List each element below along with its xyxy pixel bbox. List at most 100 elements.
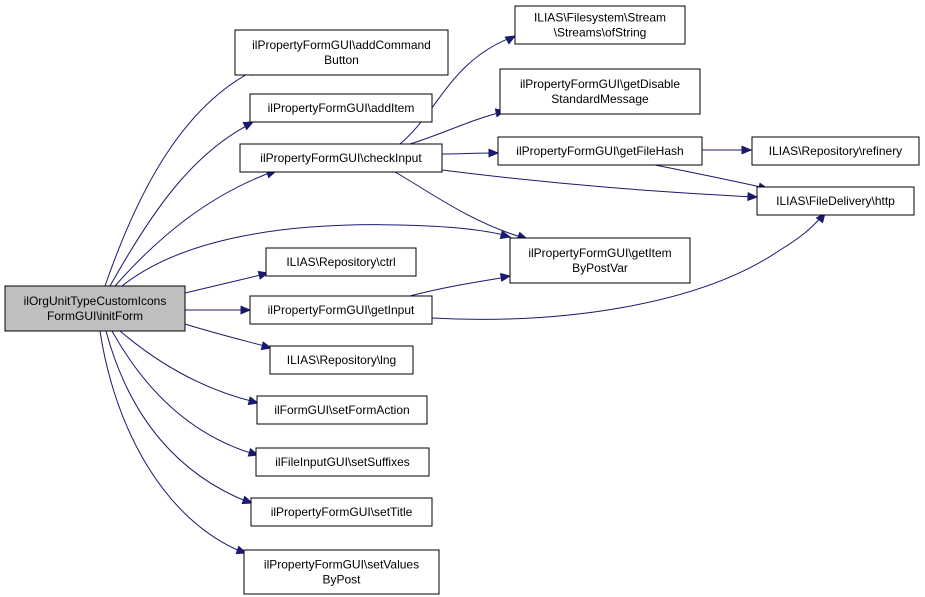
node-box[interactable] (509, 237, 691, 284)
node-addItem[interactable]: ilPropertyFormGUI\addItem (249, 93, 433, 123)
edge-root-to-getItemByPostVar (121, 224, 512, 287)
node-http[interactable]: ILIAS\FileDelivery\http (756, 186, 915, 216)
node-label: ilPropertyFormGUI\setValues (264, 558, 419, 572)
node-label: StandardMessage (551, 92, 649, 106)
node-label: ILIAS\Repository\lng (287, 353, 396, 367)
arrowhead-icon (499, 272, 512, 282)
node-setTitle[interactable]: ilPropertyFormGUI\setTitle (250, 497, 433, 527)
node-box[interactable] (497, 136, 703, 166)
node-label: ilPropertyFormGUI\setTitle (271, 505, 413, 519)
node-refinery[interactable]: ILIAS\Repository\refinery (751, 136, 920, 166)
arrowhead-icon (747, 191, 759, 202)
edge-line (114, 171, 273, 287)
edge-line (121, 224, 509, 287)
edge-line (99, 330, 243, 553)
node-box[interactable] (249, 295, 433, 325)
arrowhead-icon (240, 305, 252, 315)
node-label: ilPropertyFormGUI\getInput (268, 303, 415, 317)
node-setSuffixes[interactable]: ilFileInputGUI\setSuffixes (255, 447, 430, 477)
edge-line (104, 69, 256, 287)
node-box[interactable] (234, 29, 449, 76)
node-ofString[interactable]: ILIAS\Filesystem\Stream\Streams\ofString (514, 5, 686, 45)
edge-getFileHash-to-refinery (702, 145, 753, 155)
node-label: ilPropertyFormGUI\getDisable (520, 77, 680, 91)
edge-root-to-setFormAction (119, 330, 260, 406)
arrowhead-icon (242, 121, 255, 131)
node-box[interactable] (269, 345, 414, 375)
node-label: ILIAS\Repository\ctrl (286, 255, 395, 269)
node-box[interactable] (239, 143, 443, 173)
edge-getFileHash-to-http (654, 164, 770, 192)
node-getInput[interactable]: ilPropertyFormGUI\getInput (249, 295, 433, 325)
edge-root-to-setTitle (105, 330, 254, 505)
arrowhead-icon (488, 148, 500, 158)
node-box[interactable] (514, 5, 686, 45)
edge-line (111, 330, 255, 455)
node-getDisableStandardMessage[interactable]: ilPropertyFormGUI\getDisableStandardMess… (499, 68, 701, 115)
node-label: ByPost (322, 573, 361, 587)
arrowhead-icon (499, 230, 512, 240)
node-label: ByPostVar (572, 261, 628, 275)
node-label: ilPropertyFormGUI\getItem (528, 246, 671, 260)
edge-line (441, 169, 756, 198)
node-box[interactable] (243, 549, 440, 595)
node-box[interactable] (499, 68, 701, 115)
node-label: ilFileInputGUI\setSuffixes (275, 455, 410, 469)
edge-root-to-checkInput (114, 169, 278, 287)
node-label: ILIAS\Filesystem\Stream (534, 11, 666, 25)
node-label: ilPropertyFormGUI\checkInput (260, 151, 422, 165)
node-getFileHash[interactable]: ilPropertyFormGUI\getFileHash (497, 136, 703, 166)
node-box[interactable] (255, 447, 430, 477)
edge-line (409, 111, 503, 145)
edge-getInput-to-getItemByPostVar (409, 272, 512, 297)
edge-line (399, 35, 516, 145)
node-lng[interactable]: ILIAS\Repository\lng (269, 345, 414, 375)
arrowhead-icon (241, 495, 254, 505)
node-box[interactable] (4, 285, 186, 332)
node-label: ILIAS\Repository\refinery (769, 144, 902, 158)
edge-line (184, 273, 266, 294)
arrowhead-icon (741, 145, 753, 155)
node-box[interactable] (256, 395, 428, 425)
node-box[interactable] (250, 497, 433, 527)
edge-root-to-setSuffixes (111, 330, 260, 457)
node-label: FormGUI\initForm (47, 309, 143, 323)
nodes-layer: ilOrgUnitTypeCustomIconsFormGUI\initForm… (4, 5, 920, 595)
edge-checkInput-to-http (441, 169, 759, 202)
edge-line (431, 215, 823, 320)
edge-line (184, 323, 269, 348)
node-label: ILIAS\FileDelivery\http (776, 194, 895, 208)
edge-root-to-ctrl (184, 270, 270, 294)
node-box[interactable] (756, 186, 915, 216)
node-box[interactable] (265, 247, 417, 277)
edge-checkInput-to-getFileHash (441, 148, 500, 158)
arrowhead-icon (247, 396, 260, 406)
node-label: Button (324, 53, 359, 67)
node-label: ilPropertyFormGUI\addItem (268, 101, 415, 115)
node-checkInput[interactable]: ilPropertyFormGUI\checkInput (239, 143, 443, 173)
node-label: \Streams\ofString (554, 26, 647, 40)
edge-line (105, 330, 249, 503)
node-setFormAction[interactable]: ilFormGUI\setFormAction (256, 395, 428, 425)
edge-checkInput-to-ofString (399, 35, 517, 145)
node-ctrl[interactable]: ILIAS\Repository\ctrl (265, 247, 417, 277)
edge-line (441, 152, 496, 155)
node-box[interactable] (249, 93, 433, 123)
edge-line (409, 276, 508, 297)
edge-line (119, 330, 256, 403)
edge-line (654, 164, 766, 189)
node-label: ilPropertyFormGUI\getFileHash (516, 144, 683, 158)
node-label: ilOrgUnitTypeCustomIcons (24, 294, 167, 308)
node-label: ilFormGUI\setFormAction (274, 403, 409, 417)
node-label: ilPropertyFormGUI\addCommand (252, 38, 431, 52)
arrowhead-icon (504, 35, 517, 45)
arrowhead-icon (260, 341, 273, 351)
edge-line (109, 123, 251, 287)
edges-layer (99, 35, 826, 555)
node-box[interactable] (751, 136, 920, 166)
